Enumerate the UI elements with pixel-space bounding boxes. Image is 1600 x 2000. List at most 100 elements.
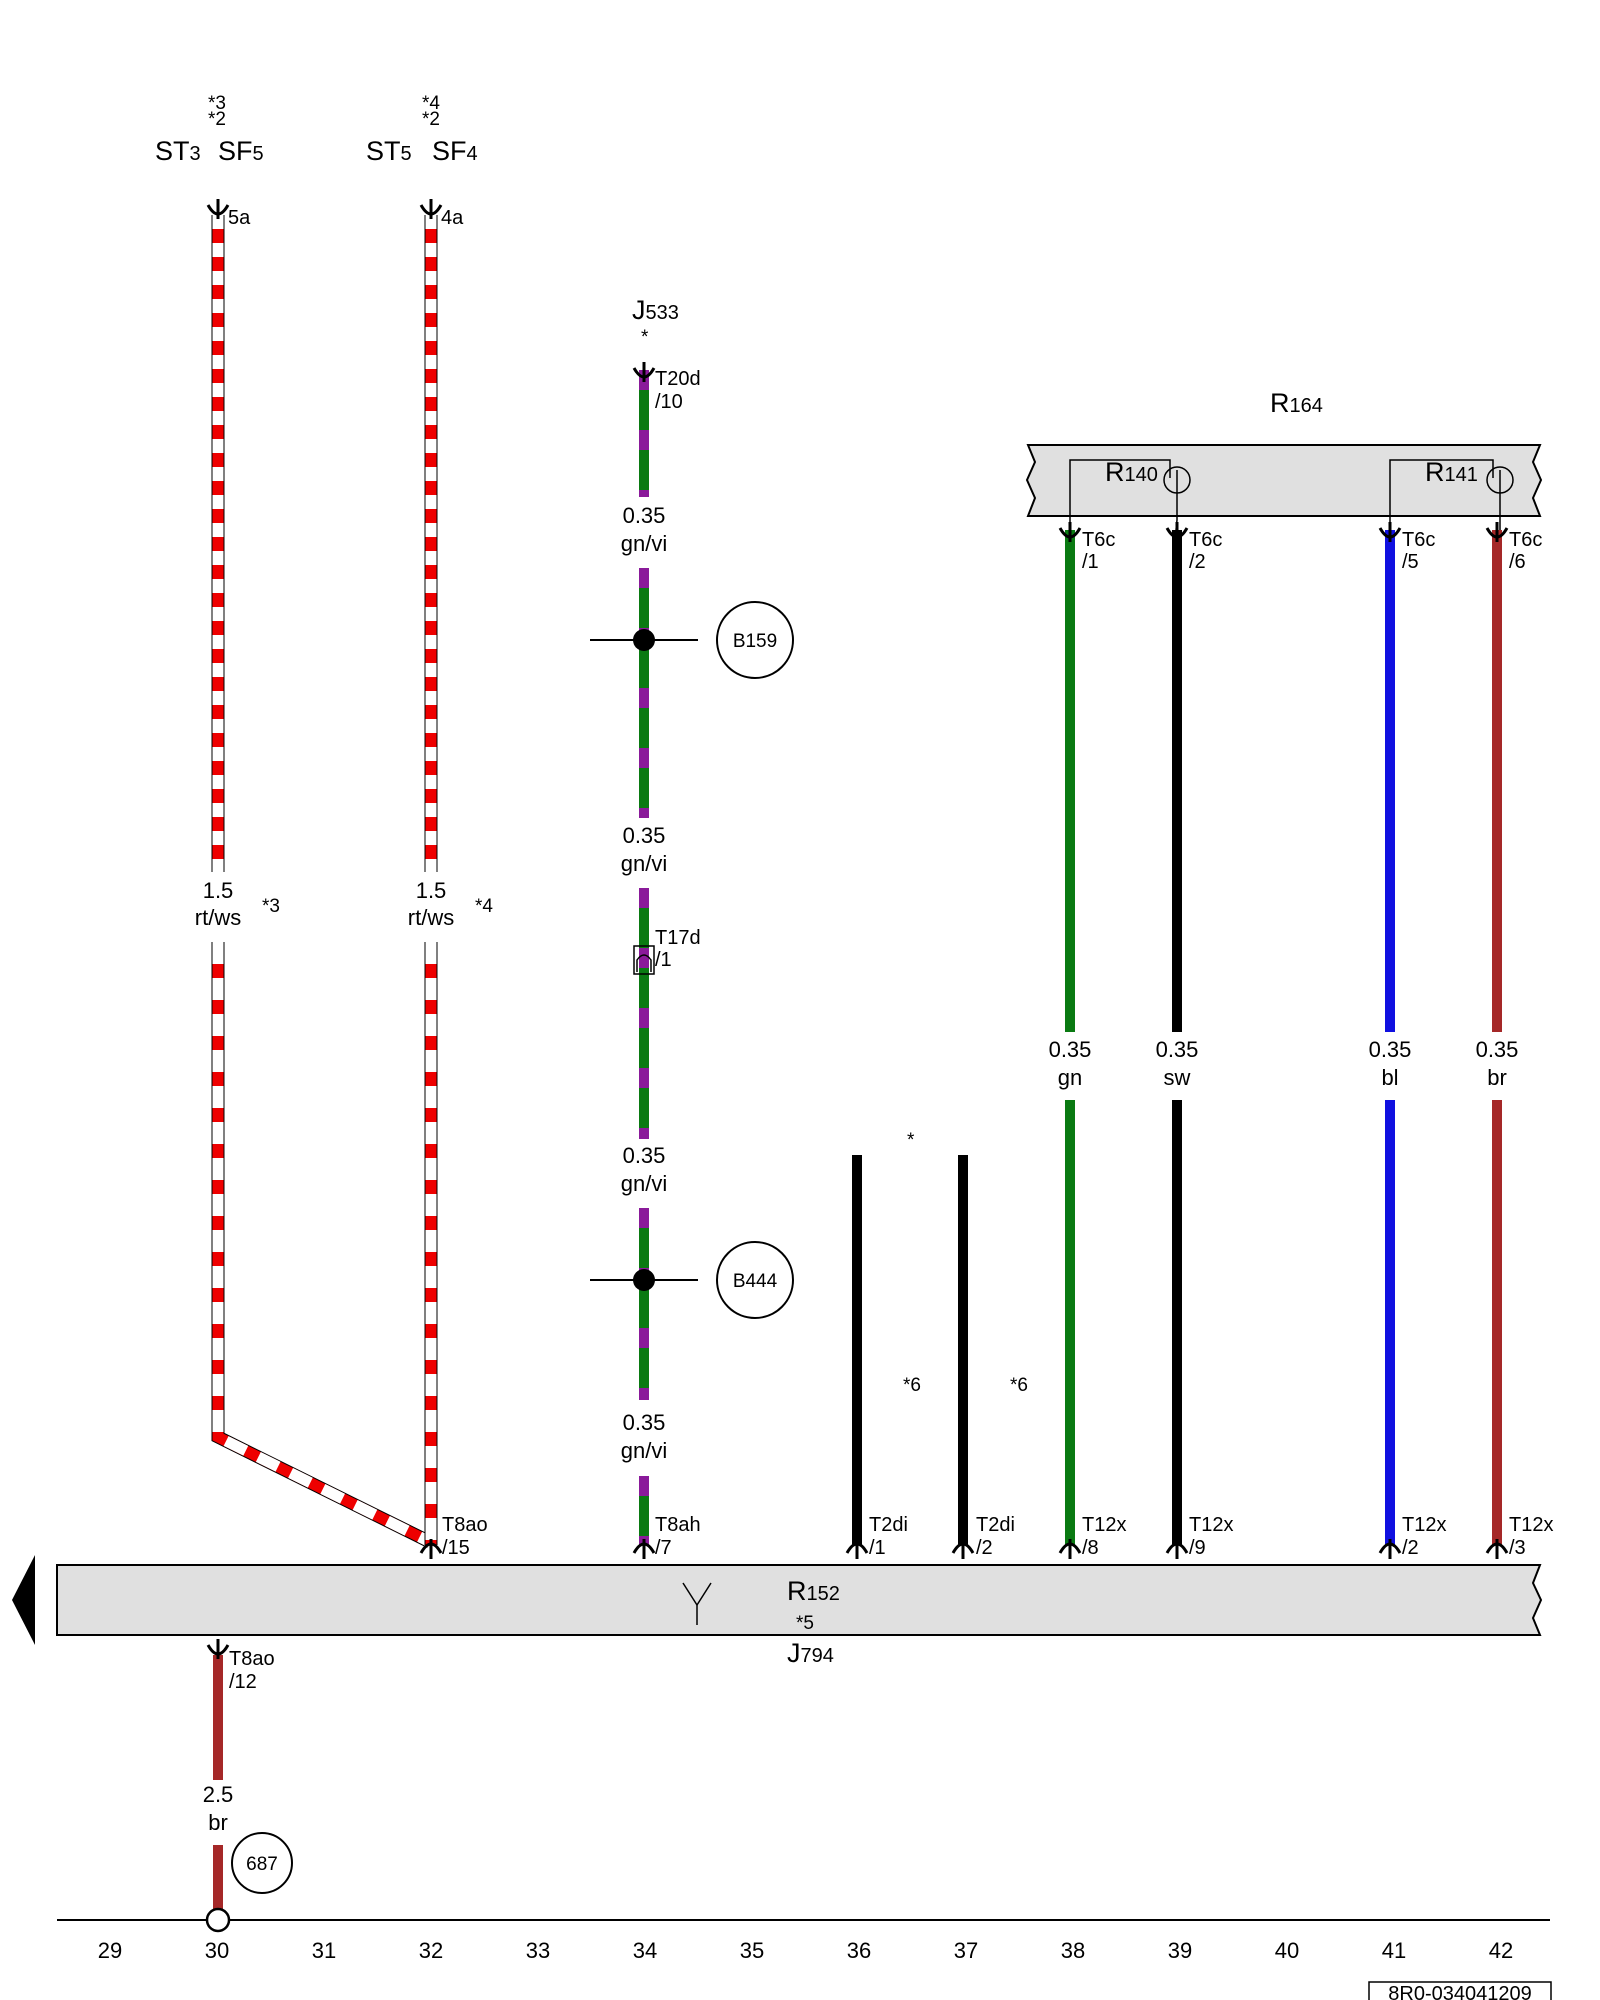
svg-text:T8ah: T8ah [655,1514,701,1536]
wire-label-rtws-2: 1.5 rt/ws *4 [408,878,494,930]
svg-text:*6: *6 [1010,1375,1028,1396]
r152-label: R152 [787,1576,840,1606]
fuse-st5-sf4: *4 *2 ST5 SF4 4a [366,93,478,229]
column-number: 30 [205,1938,229,1963]
pin-4a-icon [419,199,443,219]
svg-text:B444: B444 [733,1271,778,1292]
r164-label: R164 [1270,388,1323,418]
svg-text:/9: /9 [1189,1537,1206,1559]
svg-text:T8ao: T8ao [229,1648,275,1670]
svg-text:rt/ws: rt/ws [195,905,241,930]
svg-text:/2: /2 [1402,1537,1419,1559]
column-number: 36 [847,1938,871,1963]
t2di-notes: * *6 *6 [903,1130,1028,1396]
column-number: 33 [526,1938,550,1963]
pin-t8ao-12-icon [206,1639,230,1659]
svg-text:/2: /2 [976,1537,993,1559]
wire-label-gnvi-2: 0.35 gn/vi [621,823,667,876]
svg-text:1.5: 1.5 [203,878,234,903]
diagram-id-box: 8R0-034041209 [1368,1981,1552,2000]
svg-text:0.35: 0.35 [1049,1037,1092,1062]
column-number: 41 [1382,1938,1406,1963]
svg-text:/1: /1 [1082,551,1099,573]
svg-text:*4: *4 [422,93,440,114]
r141-antenna-symbol [1389,459,1514,530]
svg-text:/10: /10 [655,391,683,413]
svg-text:*2: *2 [422,109,440,130]
pin-t6c-icon-4 [1485,522,1509,542]
connector-pins [206,199,1509,1659]
svg-text:br: br [1487,1065,1507,1090]
st3-label: ST3 [155,136,201,166]
svg-text:/2: /2 [1189,551,1206,573]
wire-label-rtws-1: 1.5 rt/ws *3 [195,878,280,930]
sf4-label: SF4 [432,136,478,166]
svg-text:8R0-034041209: 8R0-034041209 [1388,1983,1531,2000]
svg-text:*: * [907,1130,915,1151]
ground-687: 687 [231,1832,293,1894]
svg-text:bl: bl [1381,1065,1398,1090]
column-number: 29 [98,1938,122,1963]
svg-text:/8: /8 [1082,1537,1099,1559]
svg-text:gn/vi: gn/vi [621,531,667,556]
svg-text:1.5: 1.5 [416,878,447,903]
pin-bottom-icon-2 [632,1539,656,1559]
antenna-icon [682,1582,712,1625]
wires [211,215,1502,1910]
svg-text:B159: B159 [733,631,777,652]
svg-text:0.35: 0.35 [623,823,666,848]
svg-text:/1: /1 [869,1537,886,1559]
pin-t6c-icon-1 [1058,522,1082,542]
svg-text:/12: /12 [229,1671,257,1693]
svg-text:0.35: 0.35 [623,1410,666,1435]
svg-text:*3: *3 [262,896,280,917]
r141-label: R141 [1425,457,1478,487]
svg-text:T17d: T17d [655,927,701,949]
pin-bottom-icon-8 [1485,1539,1509,1559]
svg-text:T12x: T12x [1509,1514,1553,1536]
wire-label-39: 0.35 sw [1156,1037,1199,1090]
column-number: 34 [633,1938,657,1963]
svg-text:*3: *3 [208,93,226,114]
column-number: 31 [312,1938,336,1963]
wire-label-gnvi-1: 0.35 gn/vi [621,503,667,556]
svg-text:T6c: T6c [1189,529,1222,551]
sf5-label: SF5 [218,136,264,166]
connection-b159: B159 [590,601,794,679]
r152-note: *5 [796,1613,814,1634]
svg-text:sw: sw [1164,1065,1191,1090]
st5-label: ST5 [366,136,412,166]
svg-text:0.35: 0.35 [1476,1037,1519,1062]
pin-t20d-icon [632,362,656,382]
svg-text:*6: *6 [903,1375,921,1396]
svg-text:T6c: T6c [1402,529,1435,551]
svg-text:gn: gn [1058,1065,1082,1090]
svg-text:687: 687 [246,1854,278,1875]
pin-bottom-icon-7 [1378,1539,1402,1559]
svg-text:/1: /1 [655,949,672,971]
r140-label: R140 [1105,457,1158,487]
svg-text:0.35: 0.35 [1369,1037,1412,1062]
column-number: 39 [1168,1938,1192,1963]
j794-pin-label: T8ao /12 [229,1648,275,1693]
wire-label-30: 2.5 br [203,1782,234,1835]
pin-bottom-icon-5 [1058,1539,1082,1559]
svg-text:/15: /15 [442,1537,470,1559]
svg-text:0.35: 0.35 [623,503,666,528]
wire-label-gnvi-4: 0.35 gn/vi [621,1410,667,1463]
ground-point [205,1907,231,1933]
svg-text:T20d: T20d [655,368,701,390]
wire-label-38: 0.35 gn [1049,1037,1092,1090]
svg-text:rt/ws: rt/ws [408,905,454,930]
svg-text:0.35: 0.35 [623,1143,666,1168]
wire-label-42: 0.35 br [1476,1037,1519,1090]
wire-label-41: 0.35 bl [1369,1037,1412,1090]
r164-pin-labels: T6c /1 T6c /2 T6c /5 T6c /6 [1082,529,1542,573]
left-arrow-icon [12,1555,35,1645]
pin-bottom-icon-1 [419,1539,443,1559]
column-number: 38 [1061,1938,1085,1963]
wire-rtws-30-lower [211,942,433,1548]
svg-text:2.5: 2.5 [203,1782,234,1807]
